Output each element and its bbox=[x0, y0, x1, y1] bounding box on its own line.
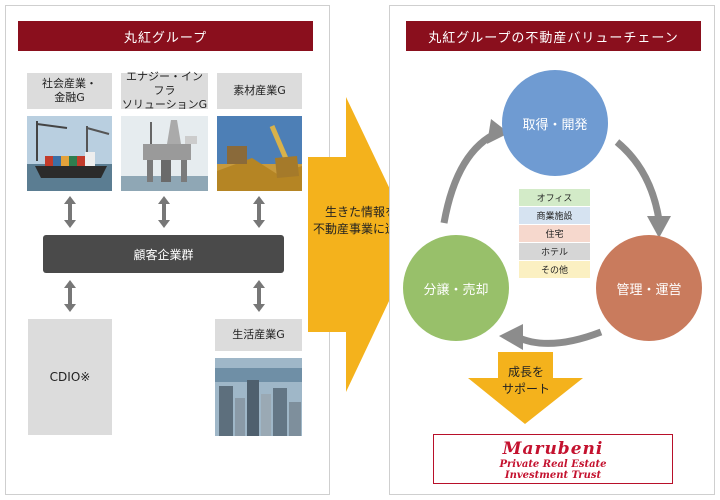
offshore-platform-photo bbox=[121, 116, 208, 191]
support-growth-arrow bbox=[468, 352, 583, 428]
group-social-industry-finance: 社会産業・ 金融G bbox=[27, 73, 112, 109]
cycle-arrows bbox=[440, 119, 671, 350]
information-flow-arrow bbox=[308, 97, 418, 396]
logo-brand-text: Marubeni bbox=[502, 439, 604, 459]
logo-line-2: Investment Trust bbox=[504, 470, 602, 481]
asset-category-item: 商業施設 bbox=[519, 207, 590, 224]
two-way-arrow-icon bbox=[64, 196, 76, 228]
grain-harvest-photo bbox=[217, 116, 302, 191]
group-energy-infrastructure: エナジー・インフラ ソリューションG bbox=[121, 70, 208, 111]
asset-category-item: ホテル bbox=[519, 243, 590, 260]
logo-line-1: Private Real Estate bbox=[499, 459, 607, 470]
container-ship-photo bbox=[27, 116, 112, 191]
group-materials-industry: 素材産業G bbox=[217, 73, 302, 109]
sell-circle: 分譲・売却 bbox=[403, 235, 509, 341]
marubeni-reit-logo: Marubeni Private Real Estate Investment … bbox=[433, 434, 673, 484]
customer-companies-bar: 顧客企業群 bbox=[43, 235, 284, 273]
two-way-arrow-icon bbox=[158, 196, 170, 228]
cdio-box: CDIO※ bbox=[28, 319, 112, 435]
two-way-arrow-icon bbox=[253, 196, 265, 228]
marubeni-group-header: 丸紅グループ bbox=[18, 21, 313, 51]
manage-operate-circle: 管理・運営 bbox=[596, 235, 702, 341]
support-growth-text: 成長を サポート bbox=[501, 365, 550, 396]
asset-category-item: オフィス bbox=[519, 189, 590, 206]
acquire-develop-circle: 取得・開発 bbox=[502, 70, 608, 176]
feedback-to-real-estate-text: 生きた情報を 不動産事業に還元 bbox=[312, 205, 409, 236]
asset-category-item: その他 bbox=[519, 261, 590, 278]
asset-category-item: 住宅 bbox=[519, 225, 590, 242]
group-lifestyle-industry: 生活産業G bbox=[215, 319, 302, 351]
two-way-arrow-icon bbox=[253, 280, 265, 312]
value-chain-header: 丸紅グループの不動産バリューチェーン bbox=[406, 21, 701, 51]
two-way-arrow-icon bbox=[64, 280, 76, 312]
city-skyline-photo bbox=[215, 358, 302, 436]
